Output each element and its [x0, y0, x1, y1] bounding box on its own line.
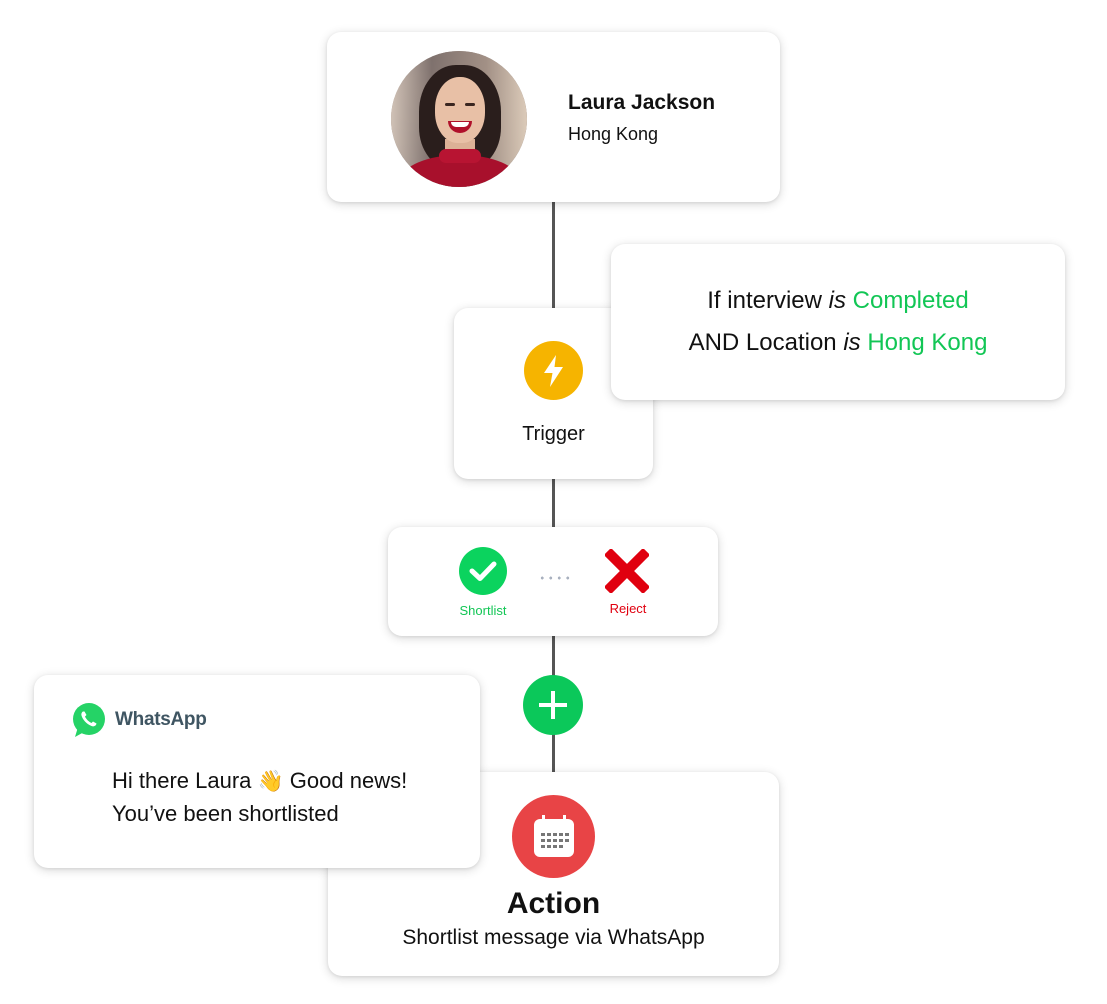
message-text: Hi there Laura	[112, 768, 258, 793]
decision-node: Shortlist Reject	[388, 527, 718, 636]
trigger-condition-card[interactable]: If interview is Completed AND Location i…	[611, 244, 1065, 400]
candidate-location: Hong Kong	[568, 124, 659, 144]
whatsapp-message-preview[interactable]: WhatsApp Hi there Laura 👋 Good news! You…	[34, 675, 480, 868]
avatar	[391, 51, 527, 187]
whatsapp-brand: WhatsApp	[115, 709, 207, 730]
x-icon[interactable]	[603, 547, 651, 595]
condition-line-location: AND Location is Hong Kong	[611, 329, 1065, 357]
message-body: Hi there Laura 👋 Good news! You’ve been …	[112, 765, 407, 830]
action-subtitle: Shortlist message via WhatsApp	[402, 926, 705, 949]
condition-value: Completed	[852, 287, 969, 314]
waving-hand-icon: 👋	[257, 770, 284, 793]
shortlist-label[interactable]: Shortlist	[459, 603, 507, 618]
condition-field: If interview	[707, 287, 829, 314]
condition-operator: is	[828, 287, 846, 314]
condition-value: Hong Kong	[867, 329, 988, 356]
dotted-separator	[538, 576, 572, 580]
whatsapp-icon	[72, 702, 106, 738]
connector-line	[552, 479, 555, 527]
candidate-name: Laura Jackson	[568, 91, 716, 114]
plus-icon	[539, 691, 567, 719]
add-step-button[interactable]	[523, 675, 583, 735]
condition-line-interview: If interview is Completed	[611, 287, 1065, 315]
trigger-label: Trigger	[522, 423, 585, 445]
lightning-bolt-icon	[524, 341, 583, 400]
reject-label[interactable]: Reject	[609, 601, 647, 616]
action-title: Action	[506, 887, 601, 920]
message-text: You’ve been shortlisted	[112, 801, 339, 826]
condition-operator: is	[843, 329, 861, 356]
check-circle-icon[interactable]	[459, 547, 507, 595]
condition-field: AND Location	[688, 329, 844, 356]
message-text: Good news!	[283, 768, 408, 793]
candidate-profile-card[interactable]: Laura Jackson Hong Kong	[327, 32, 780, 202]
connector-line	[552, 202, 555, 308]
calendar-icon	[512, 795, 595, 878]
